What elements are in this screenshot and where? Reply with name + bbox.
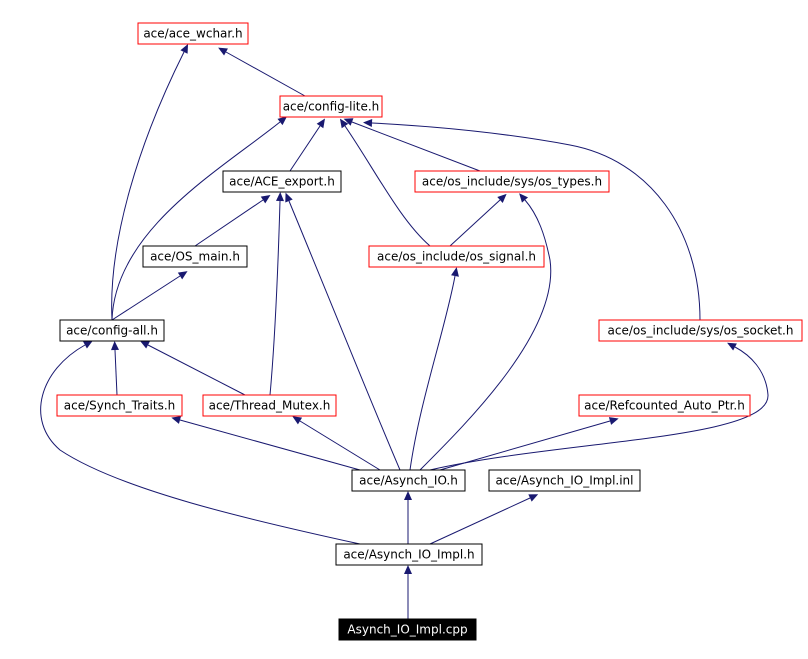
node-thread-mutex-label: ace/Thread_Mutex.h: [209, 399, 331, 413]
node-asynch-io-impl-inl[interactable]: ace/Asynch_IO_Impl.inl: [488, 469, 641, 492]
node-config-lite-label: ace/config-lite.h: [283, 100, 380, 114]
node-thread-mutex[interactable]: ace/Thread_Mutex.h: [202, 394, 337, 417]
node-ace-export-label: ace/ACE_export.h: [229, 175, 335, 189]
edge-asynch-io-to-synch-traits: [171, 416, 361, 471]
node-os-signal-label: ace/os_include/os_signal.h: [377, 250, 536, 264]
edge-synch-traits-to-config-all: [111, 341, 119, 396]
node-config-all[interactable]: ace/config-all.h: [59, 319, 165, 342]
node-asynch-io-impl-h-label: ace/Asynch_IO_Impl.h: [343, 548, 474, 562]
edge-thread-mutex-to-ace-export: [269, 192, 284, 396]
node-os-types[interactable]: ace/os_include/sys/os_types.h: [414, 170, 610, 193]
edge-config-all-to-os-main: [111, 271, 188, 321]
node-config-lite[interactable]: ace/config-lite.h: [279, 95, 383, 118]
edge-config-all-to-ace-wchar: [111, 43, 189, 321]
edge-asynch-io-to-ace-export: [285, 192, 401, 471]
node-os-main[interactable]: ace/OS_main.h: [142, 245, 248, 268]
edge-os-signal-to-os-types: [449, 193, 507, 247]
edges: [40, 43, 769, 619]
node-synch-traits[interactable]: ace/Synch_Traits.h: [56, 394, 183, 417]
edge-os-main-to-ace-export: [194, 194, 271, 247]
edge-asynch-io-to-thread-mutex: [292, 416, 381, 471]
node-os-signal[interactable]: ace/os_include/os_signal.h: [368, 245, 545, 268]
edge-os-socket-to-config-lite: [363, 119, 701, 321]
node-ace-wchar-label: ace/ace_wchar.h: [143, 27, 242, 41]
edge-config-lite-to-ace-wchar: [218, 47, 306, 97]
node-os-types-label: ace/os_include/sys/os_types.h: [422, 175, 602, 189]
edge-asynch-io-to-os-socket: [429, 342, 769, 471]
edge-os-types-to-config-lite: [343, 118, 481, 172]
node-os-main-label: ace/OS_main.h: [150, 250, 240, 264]
node-root-asynch-io-impl-cpp[interactable]: Asynch_IO_Impl.cpp: [338, 618, 477, 641]
node-root-label: Asynch_IO_Impl.cpp: [347, 623, 467, 637]
edge-asynch-io-to-os-types: [419, 193, 552, 471]
node-refcounted-auto-ptr-label: ace/Refcounted_Auto_Ptr.h: [584, 399, 745, 413]
node-config-all-label: ace/config-all.h: [66, 324, 158, 338]
node-asynch-io-label: ace/Asynch_IO.h: [359, 474, 458, 488]
edge-config-all-to-config-lite: [111, 116, 288, 321]
node-refcounted-auto-ptr[interactable]: ace/Refcounted_Auto_Ptr.h: [578, 394, 751, 417]
node-os-socket-label: ace/os_include/sys/os_socket.h: [608, 324, 794, 338]
edge-asynch-io-to-os-signal: [409, 267, 459, 471]
node-synch-traits-label: ace/Synch_Traits.h: [64, 399, 175, 413]
node-ace-wchar[interactable]: ace/ace_wchar.h: [137, 22, 249, 45]
node-os-socket[interactable]: ace/os_include/sys/os_socket.h: [598, 319, 803, 342]
node-asynch-io[interactable]: ace/Asynch_IO.h: [351, 469, 466, 492]
nodes: ace/ace_wchar.h ace/config-lite.h ace/AC…: [56, 22, 803, 641]
edge-asynch-io-impl-h-to-asynch-io-impl-inl: [429, 494, 539, 545]
edge-asynch-io-to-refcounted: [439, 417, 619, 471]
edge-asynch-io-impl-h-to-config-all: [40, 340, 361, 545]
node-asynch-io-impl-inl-label: ace/Asynch_IO_Impl.inl: [496, 474, 634, 488]
node-ace-export[interactable]: ace/ACE_export.h: [222, 170, 342, 193]
edge-os-signal-to-config-lite: [339, 118, 431, 247]
edge-thread-mutex-to-config-all: [140, 340, 246, 396]
node-asynch-io-impl-h[interactable]: ace/Asynch_IO_Impl.h: [335, 543, 483, 566]
edge-ace-export-to-config-lite: [289, 118, 325, 172]
